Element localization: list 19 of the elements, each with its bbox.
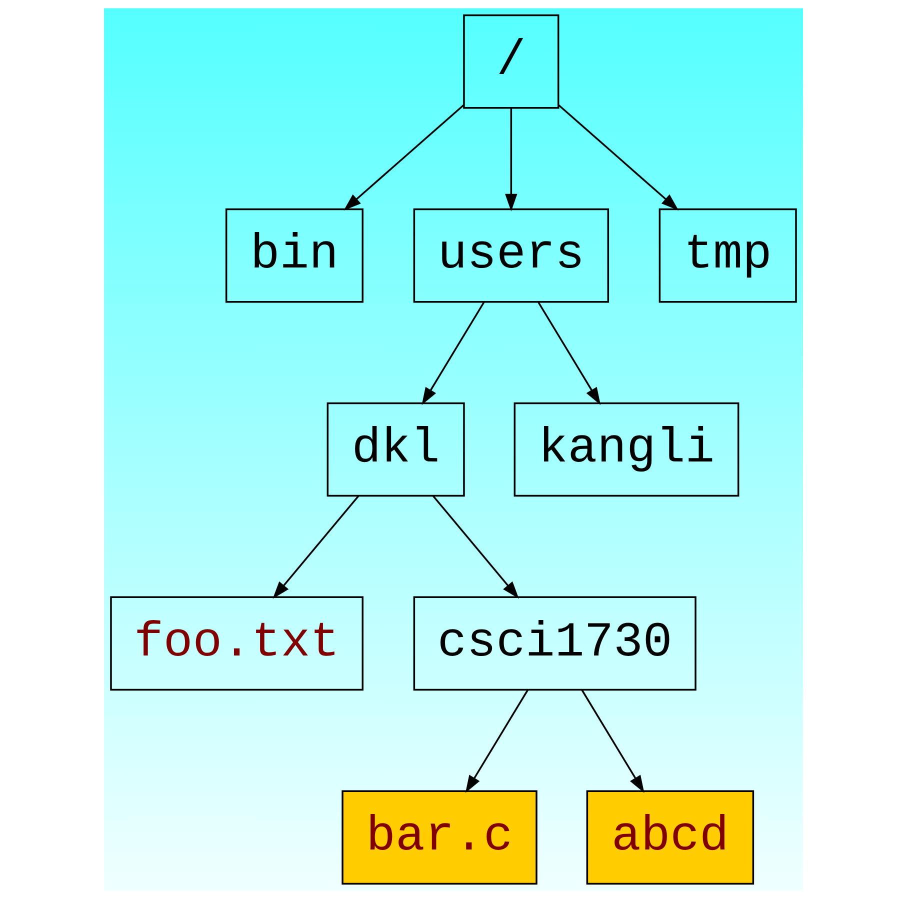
- node-box: csci1730: [413, 596, 696, 691]
- arrow: [558, 104, 679, 210]
- node-box: bin: [225, 208, 364, 303]
- node-box: kangli: [514, 402, 740, 497]
- arrow: [505, 108, 518, 212]
- arrow: [432, 495, 519, 599]
- node-box: abcd: [586, 790, 754, 885]
- node-box: dkl: [326, 402, 465, 497]
- arrow: [344, 104, 464, 210]
- node-box: tmp: [658, 208, 797, 303]
- arrow: [272, 495, 360, 599]
- arrow: [422, 301, 485, 405]
- arrow: [537, 301, 601, 405]
- arrow: [465, 689, 529, 793]
- node-box: users: [413, 208, 610, 303]
- node-box: bar.c: [342, 790, 538, 885]
- node-box: foo.txt: [110, 596, 364, 691]
- arrow: [581, 689, 644, 793]
- node-box: /: [463, 14, 560, 109]
